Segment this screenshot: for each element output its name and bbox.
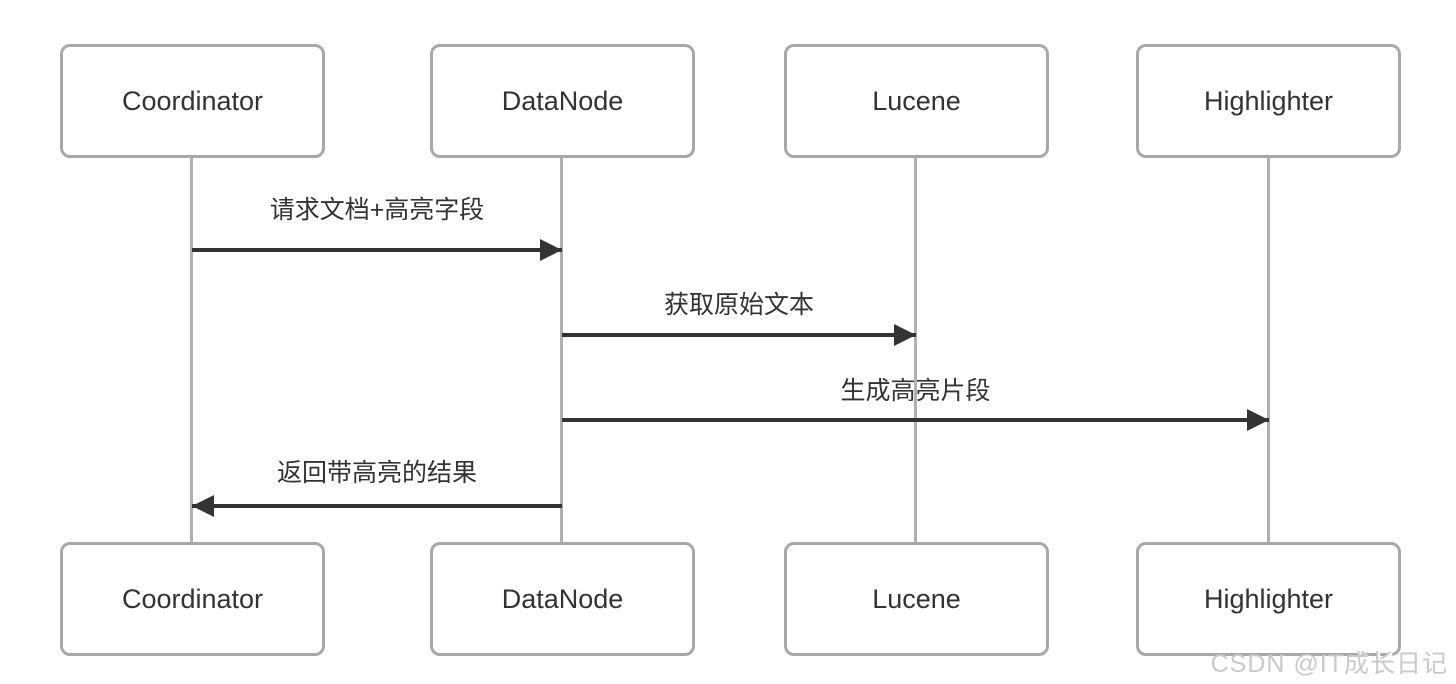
participant-label: DataNode — [501, 85, 624, 116]
message-arrow-4 — [192, 495, 562, 517]
participant-label: Highlighter — [1203, 583, 1334, 614]
arrowhead-left-icon — [192, 495, 214, 517]
participant-box-lucene-bottom: Lucene — [784, 542, 1049, 656]
participant-box-coordinator-bottom: Coordinator — [60, 542, 325, 656]
message-label-3: 生成高亮片段 — [840, 377, 991, 405]
arrowhead-right-icon — [894, 324, 916, 346]
participant-label: Lucene — [872, 85, 961, 116]
message-label-1: 请求文档+高亮字段 — [269, 196, 485, 224]
participant-label: Highlighter — [1203, 85, 1334, 116]
participant-label: Lucene — [872, 583, 961, 614]
lifeline-lucene — [914, 156, 917, 542]
participant-box-lucene-top: Lucene — [784, 44, 1049, 158]
watermark: CSDN @IT成长日记 — [1210, 650, 1448, 678]
participant-label: DataNode — [501, 583, 624, 614]
participant-box-highlighter-bottom: Highlighter — [1136, 542, 1401, 656]
message-arrow-1 — [192, 239, 562, 261]
participant-label: Coordinator — [121, 85, 264, 116]
lifeline-datanode — [560, 156, 563, 542]
participant-box-datanode-bottom: DataNode — [430, 542, 695, 656]
participant-box-highlighter-top: Highlighter — [1136, 44, 1401, 158]
participant-box-datanode-top: DataNode — [430, 44, 695, 158]
message-arrow-3 — [562, 409, 1269, 431]
participant-label: Coordinator — [121, 583, 264, 614]
message-arrow-2 — [562, 324, 916, 346]
lifeline-coordinator — [190, 156, 193, 542]
arrowhead-right-icon — [1247, 409, 1269, 431]
arrowhead-right-icon — [540, 239, 562, 261]
message-label-2: 获取原始文本 — [663, 291, 814, 319]
message-label-4: 返回带高亮的结果 — [276, 459, 477, 487]
participant-box-coordinator-top: Coordinator — [60, 44, 325, 158]
lifeline-highlighter — [1267, 156, 1270, 542]
